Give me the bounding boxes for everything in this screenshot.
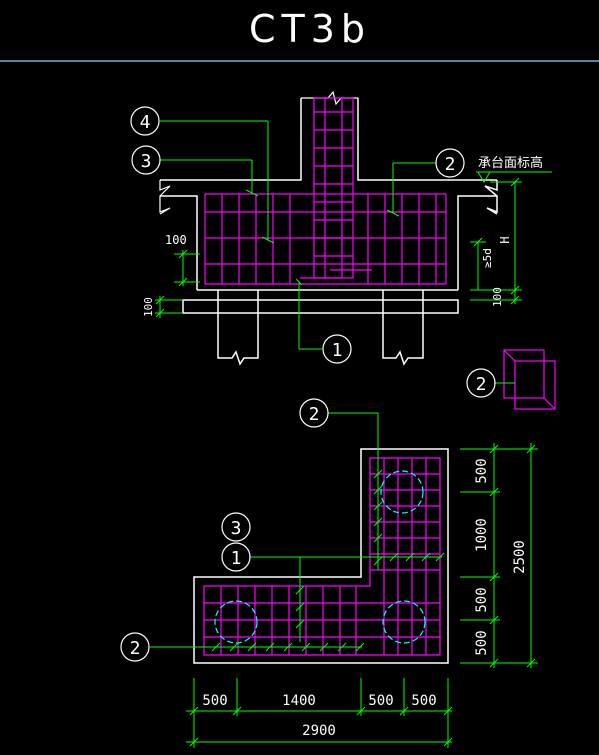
callout-circle	[435, 148, 465, 178]
section-view: 4 3 2 1 承台面标高	[130, 90, 552, 366]
pile-circle	[382, 600, 426, 644]
dim-100-right: 100	[491, 287, 504, 307]
dim-bottom-2: 500	[368, 693, 393, 709]
dim-right-total: 2500	[512, 540, 528, 574]
cap-rebar	[204, 193, 447, 285]
dim-bottom-total: 2900	[302, 723, 336, 739]
elevation-triangle	[477, 171, 491, 183]
h-label: H	[498, 236, 512, 243]
elevation-marker: 承台面标高	[476, 155, 552, 183]
pile-circle	[214, 600, 258, 644]
blinding-layer	[182, 299, 459, 314]
callout-3: 3	[131, 145, 161, 175]
plan-rebar	[203, 457, 441, 656]
dim-bottom-3: 500	[411, 693, 436, 709]
stirrup-inner	[514, 360, 556, 410]
dim-bottom-0: 500	[202, 693, 227, 709]
callout-circle	[130, 106, 160, 136]
plan-dims-right	[460, 443, 538, 668]
callout-4: 4	[130, 106, 160, 136]
plan-view: 2 3 1 2	[120, 398, 538, 748]
callout-label: 1	[231, 548, 242, 569]
callout-label: 1	[332, 340, 343, 361]
column-rebar	[300, 97, 372, 279]
plan-callout-2-bottom: 2	[120, 632, 150, 662]
dim-right-2: 500	[474, 587, 490, 612]
callout-label: 4	[140, 112, 151, 133]
callout-circle	[466, 368, 496, 398]
callout-circle	[221, 542, 251, 572]
callout-2-section: 2	[435, 148, 465, 178]
callout-circle	[221, 512, 251, 542]
dim-right-0: 500	[474, 458, 490, 483]
callout-label: 2	[476, 374, 487, 395]
stirrup-outer	[503, 349, 545, 399]
callout-label: 2	[309, 404, 320, 425]
slab-break-left	[159, 180, 171, 215]
dim-100-left-top: 100	[165, 233, 187, 247]
dim-100-left-bottom: 100	[142, 297, 155, 317]
stirrup-detail: 2	[466, 349, 556, 410]
stirrup-hook	[543, 397, 556, 410]
drawing-title: CT3b	[249, 7, 371, 51]
dim-bottom-1: 1400	[282, 693, 316, 709]
section-dims-right	[470, 177, 522, 305]
pile-right	[382, 290, 424, 366]
section-dims-left	[155, 249, 200, 318]
callout-label: 3	[141, 151, 152, 172]
callout-circle	[120, 632, 150, 662]
callout-circle	[131, 145, 161, 175]
anchor-label: ≥5d	[481, 248, 494, 268]
pile-left	[217, 290, 259, 366]
column-right-edge	[357, 98, 497, 181]
dim-right-3: 500	[474, 630, 490, 655]
callout-label: 2	[130, 638, 141, 659]
plan-callout-1: 1	[221, 542, 251, 572]
callout-label: 2	[445, 154, 456, 175]
plan-dims-bottom	[186, 678, 453, 748]
callout-circle	[322, 334, 352, 364]
pile-circle	[380, 470, 424, 514]
elevation-label: 承台面标高	[478, 155, 543, 171]
cap-left-edge	[160, 195, 198, 290]
callout-circle	[299, 398, 329, 428]
section-leaders	[160, 120, 436, 350]
plan-leader-ticks	[211, 469, 445, 652]
cap-right-edge	[457, 195, 497, 290]
plan-callout-3: 3	[221, 512, 251, 542]
plan-callout-2-top: 2	[299, 398, 329, 428]
callout-1-section: 1	[322, 334, 352, 364]
slab-break-right	[484, 180, 498, 215]
stirrup-hook	[503, 349, 516, 362]
cap-outline	[193, 448, 449, 664]
dim-right-1: 1000	[474, 518, 490, 552]
callout-label: 3	[231, 518, 242, 539]
column-left-edge	[160, 98, 302, 181]
